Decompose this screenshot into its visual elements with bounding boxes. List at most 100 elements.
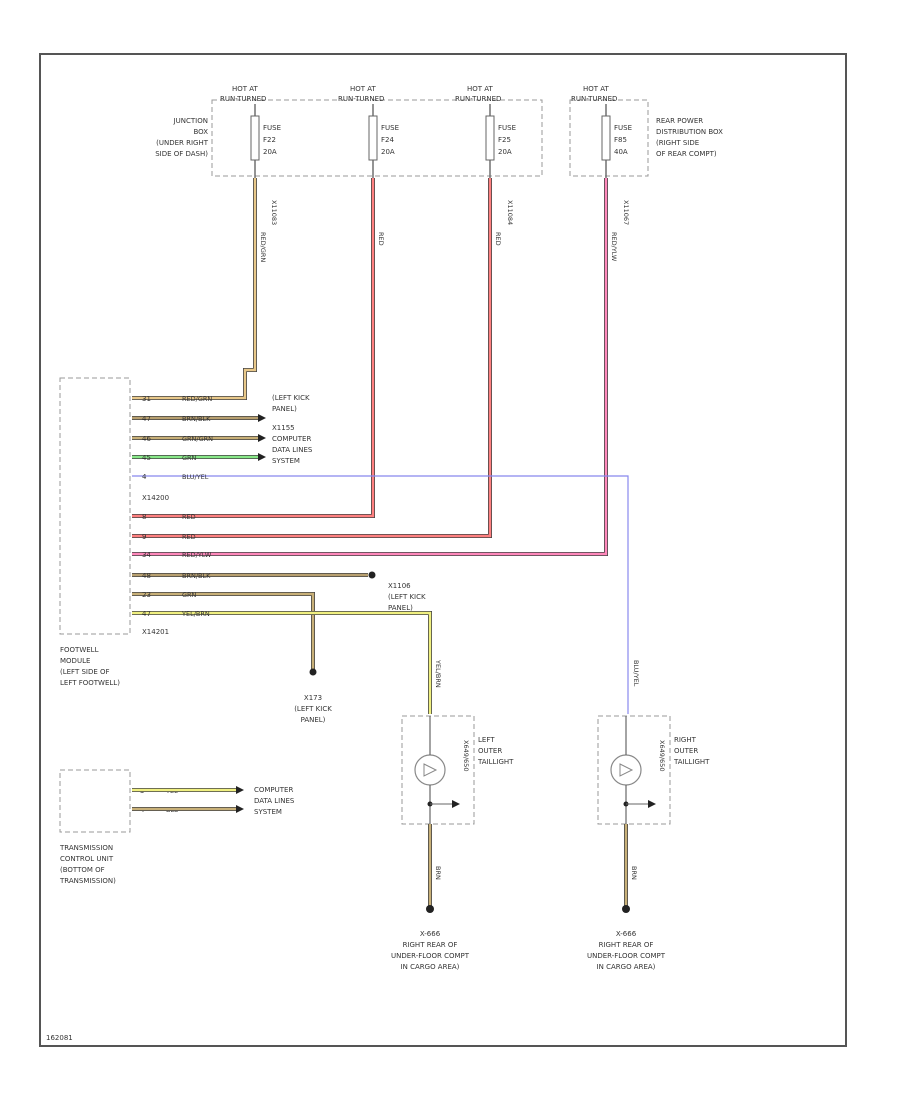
wire-right-ground: BRN (622, 824, 638, 913)
fuse-hot-label: RUN-TURNED (455, 95, 501, 103)
svg-text:(LEFT KICK: (LEFT KICK (294, 705, 332, 713)
wire-transmission-yel (132, 786, 244, 794)
svg-text:RED: RED (182, 513, 196, 521)
figure-id: 162081 (46, 1034, 73, 1042)
svg-text:RIGHT: RIGHT (674, 736, 697, 744)
svg-text:SYSTEM: SYSTEM (272, 457, 300, 465)
svg-text:TAILLIGHT: TAILLIGHT (673, 758, 710, 766)
fuse-number: F22 (263, 136, 276, 144)
svg-text:RED: RED (377, 232, 385, 246)
svg-text:47: 47 (142, 610, 151, 618)
right-outer-taillight: X649/650 RIGHT OUTER TAILLIGHT (597, 715, 710, 825)
svg-text:DISTRIBUTION BOX: DISTRIBUTION BOX (656, 128, 723, 136)
left-kick-x1106-label: X1106 (LEFT KICK PANEL) (388, 582, 426, 612)
svg-text:RED/YLW: RED/YLW (182, 551, 212, 559)
fuse-hot-label: RUN-TURNED (571, 95, 617, 103)
left-outer-taillight: X649/650 LEFT OUTER TAILLIGHT (401, 715, 514, 825)
svg-text:BRN: BRN (630, 866, 638, 880)
transmission-control-unit (59, 769, 131, 833)
svg-text:23: 23 (142, 591, 151, 599)
svg-text:X649/650: X649/650 (658, 740, 666, 771)
wire-blu-yel: BLU/YEL (132, 475, 640, 714)
ground-left-label: X-666 RIGHT REAR OF UNDER-FLOOR COMPT IN… (391, 930, 470, 971)
wire-transmission-blu (132, 805, 244, 813)
svg-text:RED/GRN: RED/GRN (182, 395, 212, 403)
svg-text:X649/650: X649/650 (462, 740, 470, 771)
svg-text:8: 8 (142, 513, 146, 521)
footwell-wire-labels: RED/GRN BRN/BLK GRN/GRN GRN BLU/YEL RED … (181, 395, 213, 618)
fuse-connector: X11067 (622, 200, 630, 225)
fuse-hot-label: RUN-TURNED (220, 95, 266, 103)
svg-text:PANEL): PANEL) (272, 405, 297, 413)
svg-text:45: 45 (142, 454, 151, 462)
footwell-pins: 31 47 46 45 4 8 9 34 48 23 47 (142, 395, 151, 618)
svg-text:X1106: X1106 (388, 582, 411, 590)
svg-text:LEFT: LEFT (478, 736, 495, 744)
svg-text:DATA LINES: DATA LINES (254, 797, 295, 805)
svg-text:SYSTEM: SYSTEM (254, 808, 282, 816)
left-kick-x1155-label: (LEFT KICK PANEL) X1155 COMPUTER DATA LI… (272, 394, 313, 465)
fuse-f25: HOT AT RUN-TURNED FUSE F25 20A X11084 (455, 85, 516, 225)
svg-text:PANEL): PANEL) (301, 716, 326, 724)
svg-text:TRANSMISSION): TRANSMISSION) (59, 877, 116, 885)
svg-text:47: 47 (142, 415, 151, 423)
svg-text:GRN: GRN (182, 591, 197, 599)
fuse-name: FUSE (498, 124, 516, 132)
svg-text:RED: RED (494, 232, 502, 246)
svg-text:(LEFT SIDE OF: (LEFT SIDE OF (60, 668, 110, 676)
svg-text:OF REAR COMPT): OF REAR COMPT) (656, 150, 717, 158)
fuse-number: F24 (381, 136, 394, 144)
fuse-f85: HOT AT RUN-TURNED FUSE F85 40A X11067 (571, 85, 632, 225)
wire-yel-brn: YEL/BRN (132, 611, 442, 714)
svg-text:OUTER: OUTER (478, 747, 502, 755)
svg-text:RED/GRN: RED/GRN (259, 232, 267, 262)
svg-text:BRN/BLK: BRN/BLK (182, 572, 211, 580)
svg-text:UNDER-FLOOR COMPT: UNDER-FLOOR COMPT (587, 952, 666, 960)
svg-text:48: 48 (142, 572, 151, 580)
svg-text:UNDER-FLOOR COMPT: UNDER-FLOOR COMPT (391, 952, 470, 960)
svg-text:GRN/GRN: GRN/GRN (182, 435, 213, 443)
svg-text:RED/YLW: RED/YLW (610, 232, 618, 262)
svg-text:CONTROL UNIT: CONTROL UNIT (60, 855, 114, 863)
svg-text:REAR POWER: REAR POWER (656, 117, 703, 125)
svg-text:46: 46 (142, 435, 151, 443)
fuse-name: FUSE (381, 124, 399, 132)
footwell-connector-bottom: X14201 (142, 628, 169, 636)
svg-text:X-666: X-666 (616, 930, 637, 938)
svg-text:OUTER: OUTER (674, 747, 698, 755)
svg-text:BLU/YEL: BLU/YEL (182, 473, 209, 481)
svg-text:(LEFT KICK: (LEFT KICK (272, 394, 310, 402)
wire-brn-blk-a (132, 414, 266, 422)
wire-left-ground: BRN (426, 824, 442, 913)
fuse-connector: X11083 (270, 200, 278, 225)
rear-power-box-label: REAR POWER DISTRIBUTION BOX (RIGHT SIDE … (656, 117, 723, 158)
fuse-f22: HOT AT RUN-TURNED FUSE F22 20A X11083 (220, 85, 281, 225)
footwell-module (59, 377, 131, 635)
svg-text:DATA LINES: DATA LINES (272, 446, 313, 454)
wire-grn-grn (132, 434, 266, 442)
svg-text:X173: X173 (304, 694, 322, 702)
svg-text:LEFT FOOTWELL): LEFT FOOTWELL) (60, 679, 120, 687)
svg-text:X1155: X1155 (272, 424, 295, 432)
fuse-hot-label: HOT AT (467, 85, 494, 93)
svg-text:TRANSMISSION: TRANSMISSION (59, 844, 113, 852)
svg-text:RIGHT REAR OF: RIGHT REAR OF (403, 941, 458, 949)
ground-x173-label: X173 (LEFT KICK PANEL) (294, 694, 332, 724)
fuse-amperage: 20A (498, 148, 512, 156)
svg-text:COMPUTER: COMPUTER (272, 435, 311, 443)
fuse-amperage: 20A (381, 148, 395, 156)
fuse-amperage: 40A (614, 148, 628, 156)
svg-text:BRN/BLK: BRN/BLK (182, 415, 211, 423)
svg-text:BLU/YEL: BLU/YEL (632, 660, 640, 687)
footwell-connector-top: X14200 (142, 494, 169, 502)
svg-text:31: 31 (142, 395, 151, 403)
svg-text:COMPUTER: COMPUTER (254, 786, 293, 794)
diagram-frame (39, 53, 847, 1047)
svg-text:IN CARGO AREA): IN CARGO AREA) (597, 963, 656, 971)
fuse-name: FUSE (263, 124, 281, 132)
svg-text:(BOTTOM OF: (BOTTOM OF (60, 866, 105, 874)
fuse-amperage: 20A (263, 148, 277, 156)
wire-red-grn: RED/GRN (132, 178, 267, 400)
fuse-name: FUSE (614, 124, 632, 132)
svg-text:YEL/BRN: YEL/BRN (434, 659, 442, 688)
